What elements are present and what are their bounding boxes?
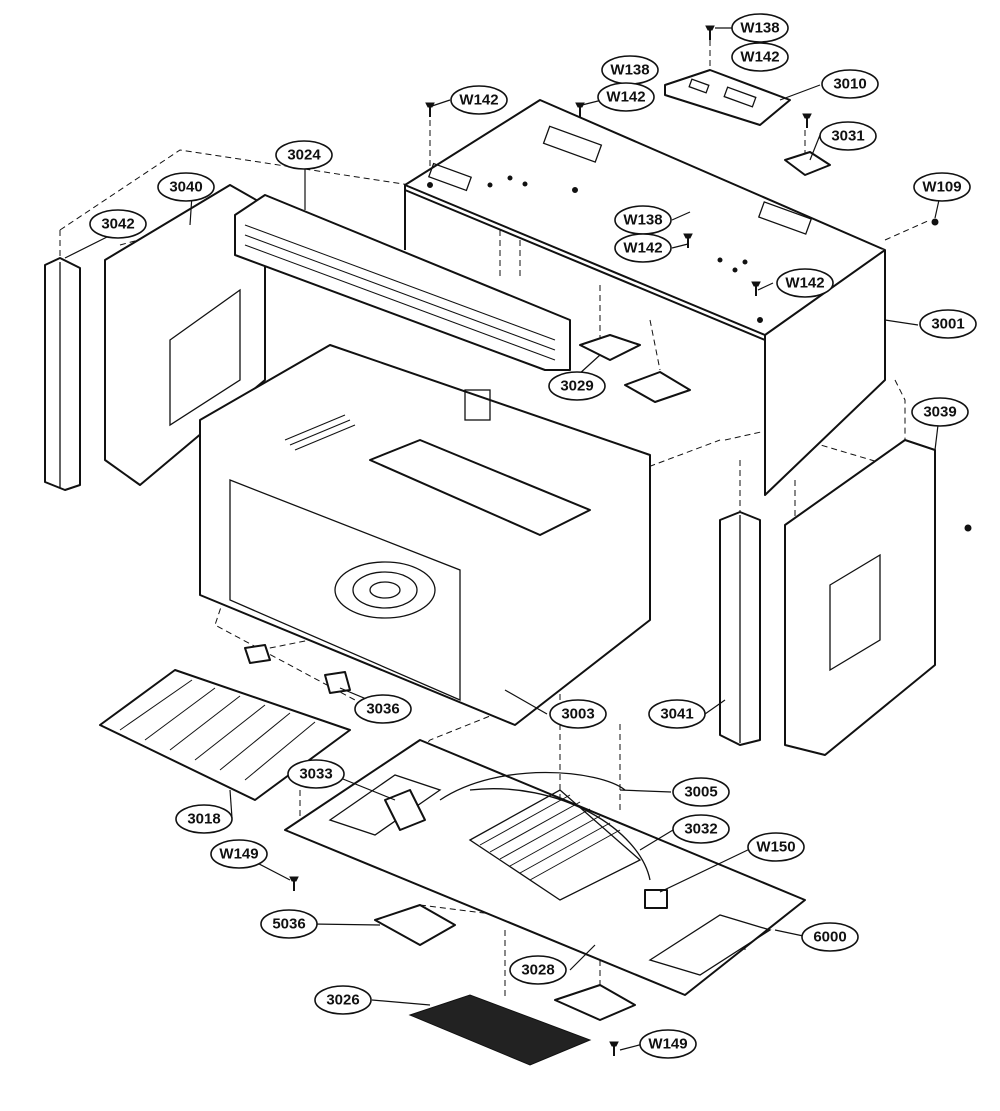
callout-w142-right: W142 — [776, 268, 834, 298]
callout-3001: 3001 — [919, 309, 977, 339]
svg-text:W142: W142 — [623, 240, 662, 257]
callout-w142-top: W142 — [731, 42, 789, 72]
callout-w138-left: W138 — [601, 55, 659, 85]
svg-text:6000: 6000 — [813, 929, 846, 946]
callout-3026: 3026 — [314, 985, 372, 1015]
callout-w142-mid: W142 — [614, 233, 672, 263]
callout-w142-top-left: W142 — [450, 85, 508, 115]
callout-3028: 3028 — [509, 955, 567, 985]
right-trim-3041 — [719, 511, 761, 746]
svg-text:3026: 3026 — [326, 992, 359, 1009]
callout-3032: 3032 — [672, 814, 730, 844]
svg-text:W142: W142 — [740, 49, 779, 66]
front-grille-3024 — [234, 194, 571, 371]
svg-text:W149: W149 — [648, 1036, 687, 1053]
left-trim-3042 — [44, 257, 81, 491]
screws — [289, 25, 972, 1056]
svg-text:3029: 3029 — [560, 378, 593, 395]
callout-3042: 3042 — [89, 209, 147, 239]
callout-3033: 3033 — [287, 759, 345, 789]
svg-text:3005: 3005 — [684, 784, 717, 801]
right-side-panel-3039 — [784, 439, 936, 756]
bracket-5036 — [374, 904, 456, 946]
small-parts-3036 — [244, 644, 351, 694]
callout-3036: 3036 — [354, 694, 412, 724]
bracket-3028 — [554, 984, 636, 1021]
svg-text:3039: 3039 — [923, 404, 956, 421]
svg-text:W138: W138 — [623, 212, 662, 229]
callout-w149-right: W149 — [639, 1029, 697, 1059]
svg-text:W109: W109 — [922, 179, 961, 196]
callout-6000: 6000 — [801, 922, 859, 952]
callout-3003: 3003 — [549, 699, 607, 729]
svg-text:3033: 3033 — [299, 766, 332, 783]
small-bracket-3031 — [784, 151, 831, 176]
svg-text:W142: W142 — [785, 275, 824, 292]
svg-text:W149: W149 — [219, 846, 258, 863]
callout-3024: 3024 — [275, 140, 333, 170]
callout-w109: W109 — [913, 172, 971, 202]
svg-text:3032: 3032 — [684, 821, 717, 838]
leader-lines — [64, 27, 940, 1051]
callout-3040: 3040 — [157, 172, 215, 202]
svg-text:3040: 3040 — [169, 179, 202, 196]
svg-text:3031: 3031 — [831, 128, 864, 145]
grease-filter-3018 — [99, 669, 351, 801]
callout-3010: 3010 — [821, 69, 879, 99]
svg-text:W142: W142 — [606, 89, 645, 106]
callout-3018: 3018 — [175, 804, 233, 834]
svg-text:W142: W142 — [459, 92, 498, 109]
svg-text:3018: 3018 — [187, 811, 220, 828]
callout-5036: 5036 — [260, 909, 318, 939]
component-3032 — [644, 889, 668, 909]
svg-text:3041: 3041 — [660, 706, 693, 723]
svg-text:W138: W138 — [740, 20, 779, 37]
callouts: W138 W142 W138 W142 3010 W142 3031 3024 … — [89, 13, 977, 1059]
top-bracket-3010 — [664, 69, 791, 126]
callout-w142-left: W142 — [597, 82, 655, 112]
callout-3029: 3029 — [548, 371, 606, 401]
svg-text:5036: 5036 — [272, 916, 305, 933]
svg-text:3042: 3042 — [101, 216, 134, 233]
inner-cavity-3003 — [199, 344, 651, 726]
callout-w138-top: W138 — [731, 13, 789, 43]
callout-w138-mid: W138 — [614, 205, 672, 235]
callout-3005: 3005 — [672, 777, 730, 807]
callout-w150: W150 — [747, 832, 805, 862]
svg-text:3003: 3003 — [561, 706, 594, 723]
charcoal-filter-3026 — [408, 994, 592, 1066]
callout-3039: 3039 — [911, 397, 969, 427]
callout-3031: 3031 — [819, 121, 877, 151]
svg-text:W150: W150 — [756, 839, 795, 856]
svg-text:3036: 3036 — [366, 701, 399, 718]
svg-text:3001: 3001 — [931, 316, 964, 333]
svg-text:3028: 3028 — [521, 962, 554, 979]
svg-text:3024: 3024 — [287, 147, 321, 164]
svg-text:W138: W138 — [610, 62, 649, 79]
callout-3041: 3041 — [648, 699, 706, 729]
svg-text:3010: 3010 — [833, 76, 866, 93]
callout-w149-left: W149 — [210, 839, 268, 869]
